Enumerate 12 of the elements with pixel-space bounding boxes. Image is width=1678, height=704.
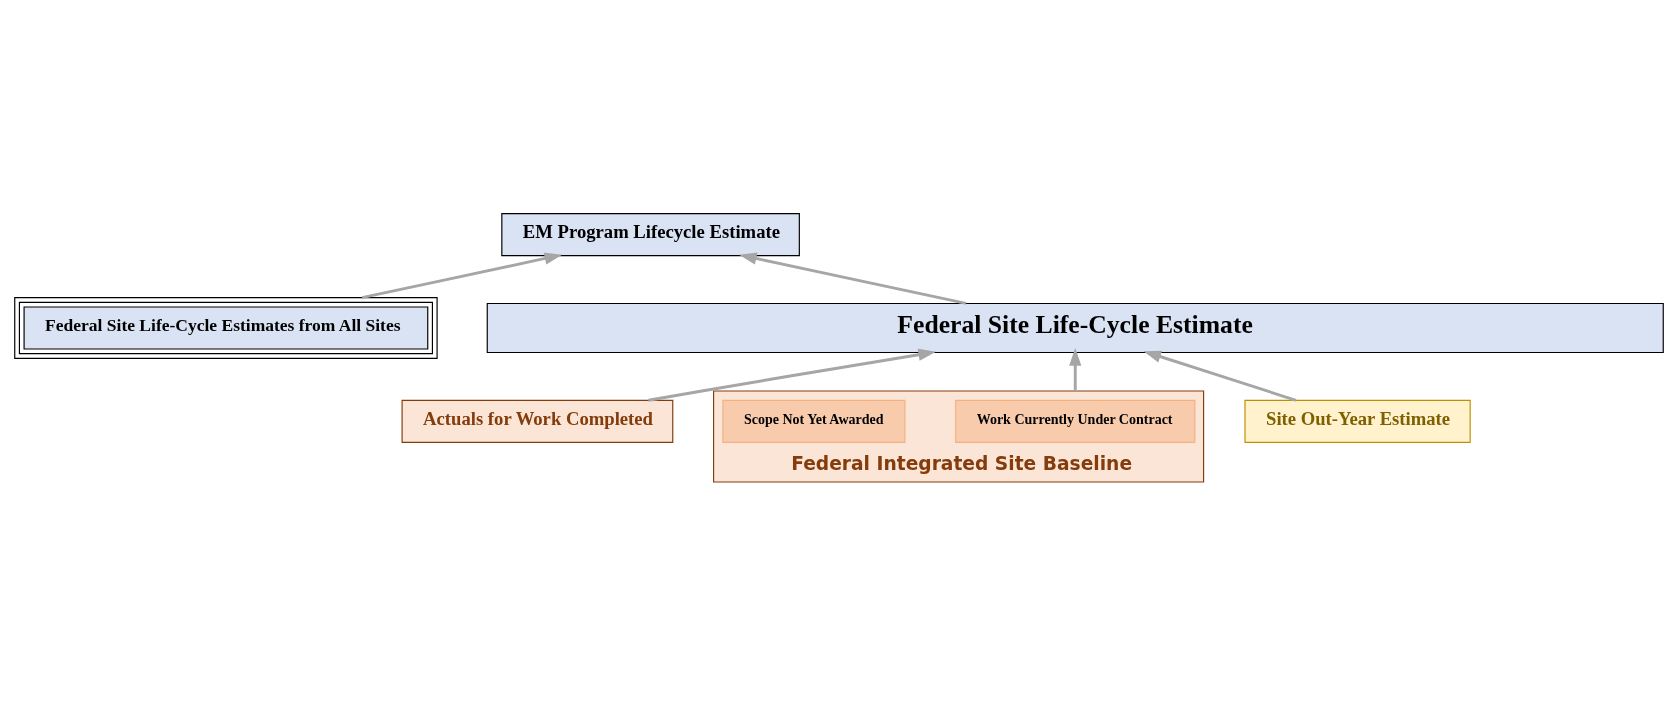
- node-box: Federal Site Life-Cycle Estimates from All Sites: [14, 296, 438, 359]
- arrow: [739, 251, 967, 305]
- arrow: [1143, 350, 1297, 402]
- node-box: EM Program Lifecycle Estimate: [501, 212, 800, 256]
- node-box: Work Currently Under Contract: [955, 399, 1196, 443]
- node-box: Scope Not Yet Awarded: [722, 399, 906, 443]
- arrow: [1069, 347, 1082, 391]
- node-box: Actuals for Work Completed: [401, 399, 674, 443]
- node-box: Federal Site Life-Cycle Estimate: [486, 302, 1664, 353]
- arrow: [361, 251, 563, 299]
- arrow: [648, 348, 936, 402]
- node-box: Site Out-Year Estimate: [1244, 399, 1471, 443]
